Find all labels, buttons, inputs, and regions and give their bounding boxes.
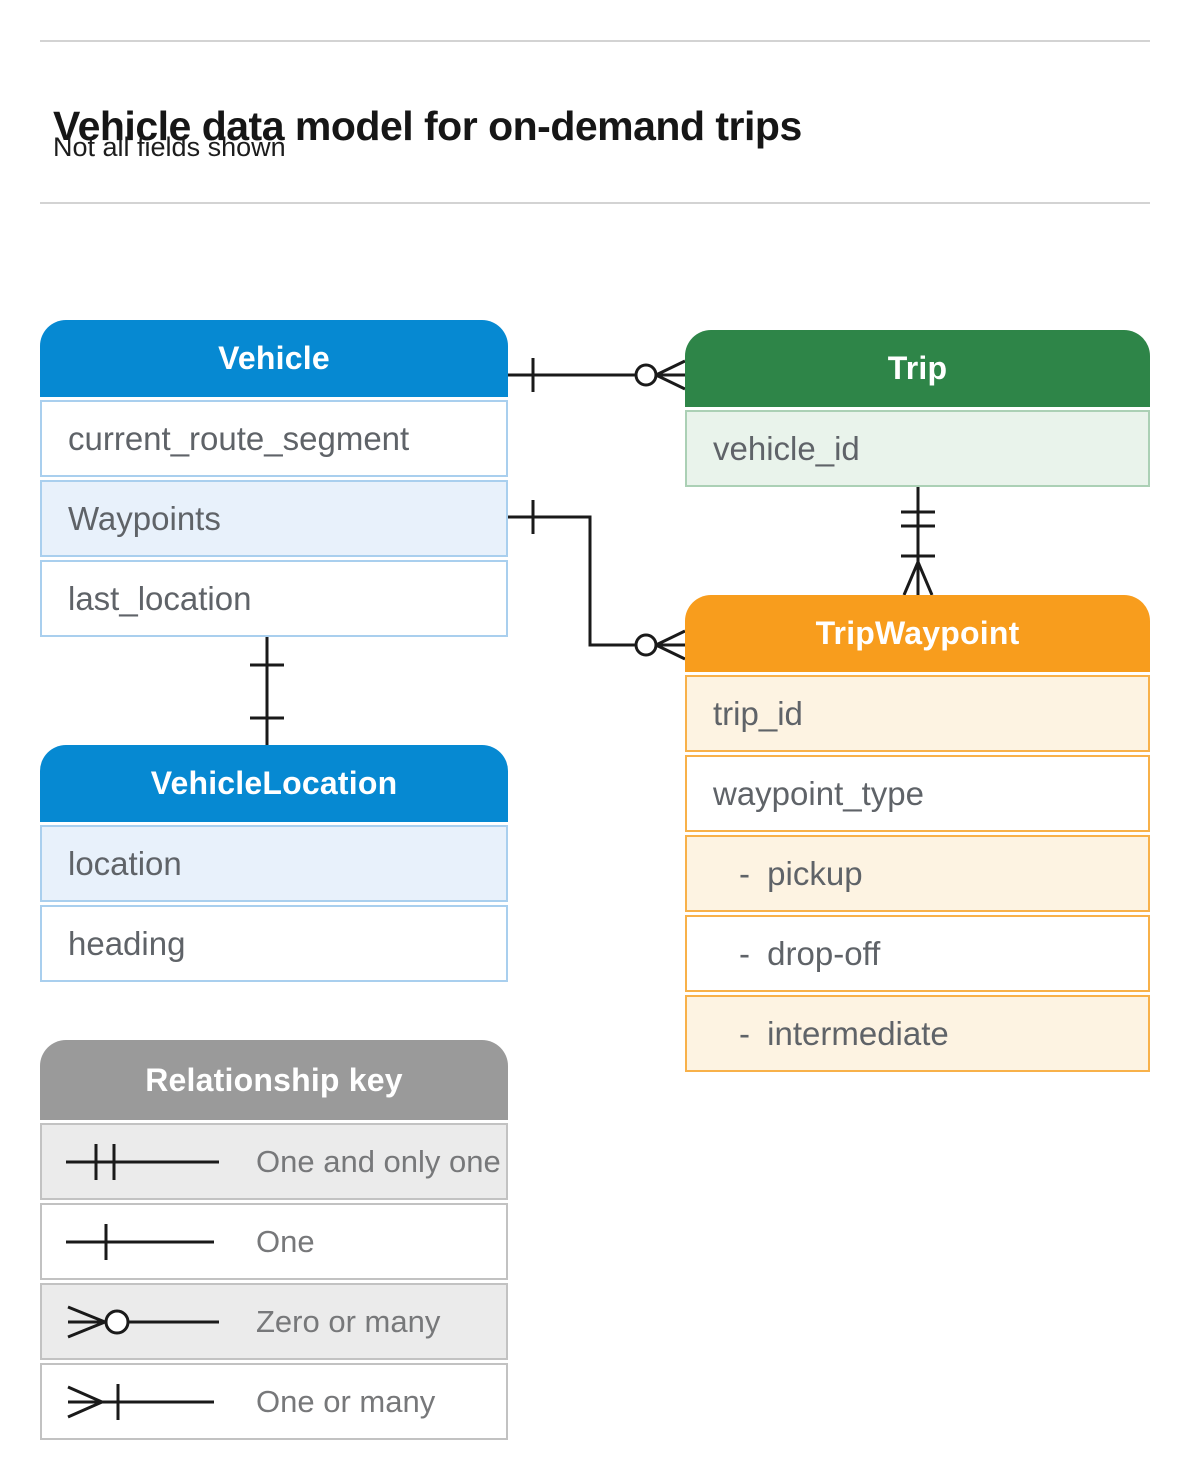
field-waypoints: Waypoints xyxy=(40,480,508,557)
entity-trip: Trip vehicle_id xyxy=(685,330,1150,487)
one-or-many-icon xyxy=(67,1383,214,1420)
entity-tripwaypoint-title: TripWaypoint xyxy=(685,595,1150,672)
legend-item-zero-or-many: Zero or many xyxy=(40,1283,508,1360)
one-icon xyxy=(66,1223,214,1260)
one-and-only-one-icon xyxy=(66,1143,219,1180)
legend-label: One or many xyxy=(256,1383,436,1419)
connector-trip-tripwaypoint xyxy=(901,487,935,596)
legend-label: One xyxy=(256,1223,315,1259)
entity-tripwaypoint: TripWaypoint trip_id waypoint_type - pic… xyxy=(685,595,1150,1072)
legend-item-one-or-many: One or many xyxy=(40,1363,508,1440)
connector-vehicle-vehiclelocation xyxy=(250,637,284,745)
field-current-route-segment: current_route_segment xyxy=(40,400,508,477)
field-last-location: last_location xyxy=(40,560,508,637)
field-heading: heading xyxy=(40,905,508,982)
header-divider xyxy=(40,202,1150,204)
relationship-key-title: Relationship key xyxy=(40,1040,508,1120)
field-waypoint-type: waypoint_type xyxy=(685,755,1150,832)
page-subtitle: Not all fields shown xyxy=(53,132,286,162)
field-waypoint-type-intermediate: - intermediate xyxy=(685,995,1150,1072)
field-location: location xyxy=(40,825,508,902)
field-vehicle-id: vehicle_id xyxy=(685,410,1150,487)
relationship-key: Relationship key One and only one One Ze… xyxy=(40,1040,508,1440)
entity-vehiclelocation: VehicleLocation location heading xyxy=(40,745,508,982)
connector-vehicle-trip xyxy=(508,358,686,392)
page-title: Vehicle data model for on-demand trips xyxy=(53,103,802,150)
entity-vehicle: Vehicle current_route_segment Waypoints … xyxy=(40,320,508,637)
connector-waypoints-tripwaypoint xyxy=(508,500,686,661)
top-divider xyxy=(40,40,1150,42)
entity-vehiclelocation-title: VehicleLocation xyxy=(40,745,508,822)
legend-label: One and only one xyxy=(256,1143,501,1179)
entity-vehicle-title: Vehicle xyxy=(40,320,508,397)
field-trip-id: trip_id xyxy=(685,675,1150,752)
zero-or-many-icon xyxy=(67,1305,219,1338)
field-waypoint-type-pickup: - pickup xyxy=(685,835,1150,912)
legend-label: Zero or many xyxy=(256,1303,441,1339)
field-waypoint-type-dropoff: - drop-off xyxy=(685,915,1150,992)
entity-trip-title: Trip xyxy=(685,330,1150,407)
legend-item-one-and-only-one: One and only one xyxy=(40,1123,508,1200)
legend-item-one: One xyxy=(40,1203,508,1280)
